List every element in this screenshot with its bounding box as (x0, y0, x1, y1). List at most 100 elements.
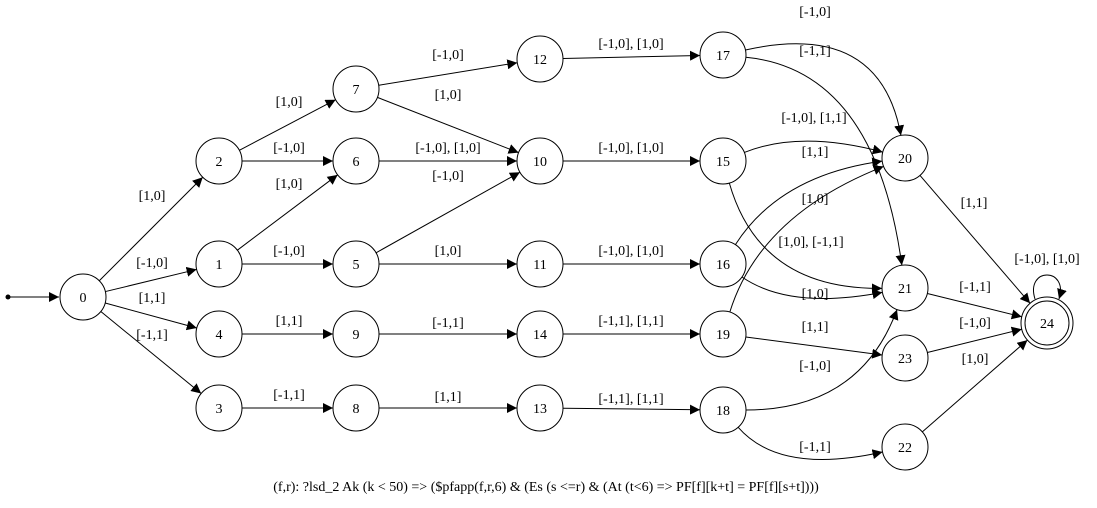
state-node-20: 20 (881, 134, 929, 182)
state-circle (195, 310, 243, 358)
edge-line (728, 182, 883, 294)
edge-label: [1,1] (802, 320, 829, 335)
edge-label: [-1,1] (432, 316, 464, 331)
edge-8-13: [1,1] (379, 390, 517, 413)
edge-15-21: [1,0], [-1,1] (728, 182, 883, 294)
state-node-21: 21 (881, 264, 929, 312)
edge-line (100, 311, 202, 394)
edge-6-10: [-1,0], [1,0] (379, 141, 517, 166)
state-node-4: 4 (195, 310, 243, 358)
state-circle (699, 240, 747, 288)
edge-19-23: [1,1] (745, 320, 883, 359)
edge-label: [-1,0], [1,0] (598, 244, 663, 259)
edge-line (745, 43, 905, 136)
edge-label: [-1,1], [1,1] (598, 314, 663, 329)
state-label: 11 (533, 258, 546, 273)
state-node-17: 17 (699, 31, 747, 79)
edge-11-16: [-1,0], [1,0] (563, 244, 700, 269)
edge-label: [1,0] (276, 95, 303, 110)
edge-label: [1,0] (435, 88, 462, 103)
edge-label: [-1,1], [1,1] (598, 392, 663, 407)
edge-line (745, 56, 906, 266)
state-circle (699, 31, 747, 79)
state-label: 9 (353, 328, 360, 343)
state-circle (332, 65, 380, 113)
edge-label: [1,1] (435, 390, 462, 405)
edge-24-24: [-1,0], [1,0] (1014, 252, 1080, 300)
edge-1-6: [1,0] (237, 174, 338, 251)
state-node-9: 9 (332, 310, 380, 358)
edge-label: [-1,0], [1,1] (781, 111, 846, 126)
state-label: 5 (353, 258, 360, 273)
state-label: 19 (716, 328, 730, 343)
edge-22-24: [1,0] (921, 339, 1028, 433)
edge-label: [-1,0] (273, 141, 305, 156)
edge-line (562, 50, 701, 61)
state-circle (881, 334, 929, 382)
state-circle (699, 310, 747, 358)
state-node-16: 16 (699, 240, 747, 288)
state-label: 16 (716, 258, 730, 273)
edge-line (741, 276, 883, 300)
edge-4-9: [1,1] (242, 314, 333, 339)
caption: (f,r): ?lsd_2 Ak (k < 50) => ($pfapp(f,r… (273, 480, 819, 495)
state-node-12: 12 (516, 35, 564, 83)
state-node-11: 11 (516, 240, 564, 288)
state-node-23: 23 (881, 334, 929, 382)
edge-line (927, 326, 1022, 353)
edge-17-20: [-1,0] (745, 5, 905, 136)
edge-17-21: [-1,1] (745, 44, 906, 266)
state-node-10: 10 (516, 137, 564, 185)
state-node-5: 5 (332, 240, 380, 288)
state-node-3: 3 (195, 384, 243, 432)
state-label: 7 (353, 83, 360, 98)
edges: [1,0][-1,0][1,1][-1,1][1,0][-1,0][1,0][-… (98, 5, 1080, 460)
edge-0-3: [-1,1] (100, 311, 202, 394)
state-label: 14 (533, 328, 547, 343)
state-label: 13 (533, 402, 547, 417)
state-node-1: 1 (195, 240, 243, 288)
state-circle (332, 384, 380, 432)
edge-line (377, 96, 519, 154)
edge-label: [1,0] (802, 287, 829, 302)
edge-7-12: [-1,0] (378, 48, 518, 86)
edge-23-24: [-1,0] (927, 316, 1022, 353)
state-label: 15 (716, 155, 730, 170)
edge-label: [1,0] (962, 352, 989, 367)
state-node-8: 8 (332, 384, 380, 432)
edge-line (921, 339, 1028, 433)
edge-label: [-1,1] (136, 328, 168, 343)
state-circle (195, 240, 243, 288)
edge-line (737, 426, 883, 460)
state-node-19: 19 (699, 310, 747, 358)
edge-line (745, 309, 899, 411)
state-circle (1024, 300, 1070, 346)
edge-line (239, 99, 336, 151)
edge-label: [-1,0], [1,0] (1014, 252, 1079, 267)
state-node-0: 0 (59, 273, 107, 321)
state-label: 24 (1040, 317, 1054, 332)
state-label: 23 (898, 352, 912, 367)
edge-label: [-1,0] (273, 244, 305, 259)
edge-label: [1,0] (435, 244, 462, 259)
state-circle (332, 310, 380, 358)
state-label: 22 (898, 441, 912, 456)
edge-18-21: [-1,0] (745, 309, 899, 411)
edge-label: [-1,1] (273, 388, 305, 403)
state-label: 8 (353, 402, 360, 417)
edge-line (745, 336, 883, 359)
state-node-15: 15 (699, 137, 747, 185)
edge-16-21: [1,0] (741, 276, 883, 302)
edge-label: [-1,0] (959, 316, 991, 331)
state-label: 21 (898, 282, 912, 297)
edge-label: [1,1] (276, 314, 303, 329)
state-circle (516, 240, 564, 288)
edge-label: [-1,0], [1,0] (598, 37, 663, 52)
edge-label: [-1,1] (799, 440, 831, 455)
state-label: 6 (353, 155, 360, 170)
edge-label: [1,0], [-1,1] (778, 235, 843, 250)
state-node-2: 2 (195, 137, 243, 185)
edge-line (375, 171, 521, 254)
state-label: 2 (216, 155, 223, 170)
